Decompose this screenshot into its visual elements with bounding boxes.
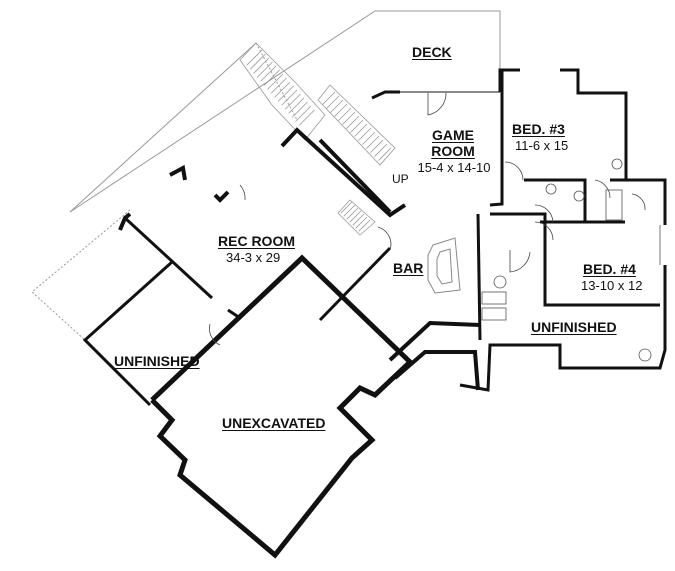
doors xyxy=(209,92,646,346)
room-dims-bed4: 13-10 x 12 xyxy=(581,278,643,293)
stair-tread xyxy=(267,73,284,90)
stair-tread xyxy=(249,53,266,70)
stair-tread xyxy=(330,99,344,113)
stair-tread xyxy=(256,61,273,78)
stair-tread xyxy=(260,65,277,82)
stair-tread xyxy=(253,57,270,74)
patio-outline xyxy=(31,42,298,341)
stair-tread xyxy=(246,49,263,66)
stair-tread xyxy=(346,207,359,220)
stair-tread xyxy=(354,123,368,137)
stair-tread xyxy=(326,95,340,109)
room-label-unfinished-right: UNFINISHED xyxy=(531,319,617,335)
stairs-up-label: UP xyxy=(392,172,409,186)
stair-tread xyxy=(281,89,298,106)
stairs xyxy=(239,42,396,236)
stair-tread xyxy=(349,210,362,223)
stair-tread xyxy=(284,93,301,110)
stair-tread xyxy=(358,127,372,141)
room-label-deck: DECK xyxy=(412,44,452,60)
room-label-unfinished-left: UNFINISHED xyxy=(114,353,200,369)
room-label-bar: BAR xyxy=(393,260,424,276)
stair-tread xyxy=(342,111,356,125)
stair-tread xyxy=(288,97,305,114)
bar-counter xyxy=(427,237,461,294)
room-label-game-room-line1: GAME xyxy=(432,127,474,143)
stair-tread xyxy=(358,219,371,232)
stair-tread xyxy=(295,105,312,122)
stair-tread xyxy=(274,81,291,98)
stair-tread xyxy=(298,109,315,126)
room-label-bed3: BED. #3 xyxy=(512,121,565,137)
stair-tread xyxy=(346,115,360,129)
stair-tread xyxy=(366,135,380,149)
stair-tread xyxy=(270,77,287,94)
stair-tread xyxy=(343,204,356,217)
fixtures xyxy=(481,158,661,362)
stair-tread xyxy=(277,85,294,102)
room-label-rec-room: REC ROOM xyxy=(218,233,295,249)
stair-tread xyxy=(355,216,368,229)
deck-outline xyxy=(69,10,501,213)
stair-tread xyxy=(340,201,353,214)
walls xyxy=(82,68,667,559)
stair-tread xyxy=(362,131,376,145)
stair-tread xyxy=(352,213,365,226)
stair-tread xyxy=(374,143,388,157)
stair-tread xyxy=(350,119,364,133)
stair-tread xyxy=(370,139,384,153)
stair-tread xyxy=(378,147,392,161)
room-label-bed4: BED. #4 xyxy=(583,261,636,277)
room-dims-rec-room: 34-3 x 29 xyxy=(226,250,281,265)
room-dims-bed3: 11-6 x 15 xyxy=(515,138,569,153)
room-dims-game-room: 15-4 x 14-10 xyxy=(417,160,491,175)
stair-tread xyxy=(338,107,352,121)
room-label-unexcavated: UNEXCAVATED xyxy=(222,415,326,431)
room-label-game-room-line2: ROOM xyxy=(431,143,475,159)
stair-tread xyxy=(291,101,308,118)
stair-tread xyxy=(263,69,280,86)
stair-tread xyxy=(322,91,336,105)
stair-tread xyxy=(334,103,348,117)
